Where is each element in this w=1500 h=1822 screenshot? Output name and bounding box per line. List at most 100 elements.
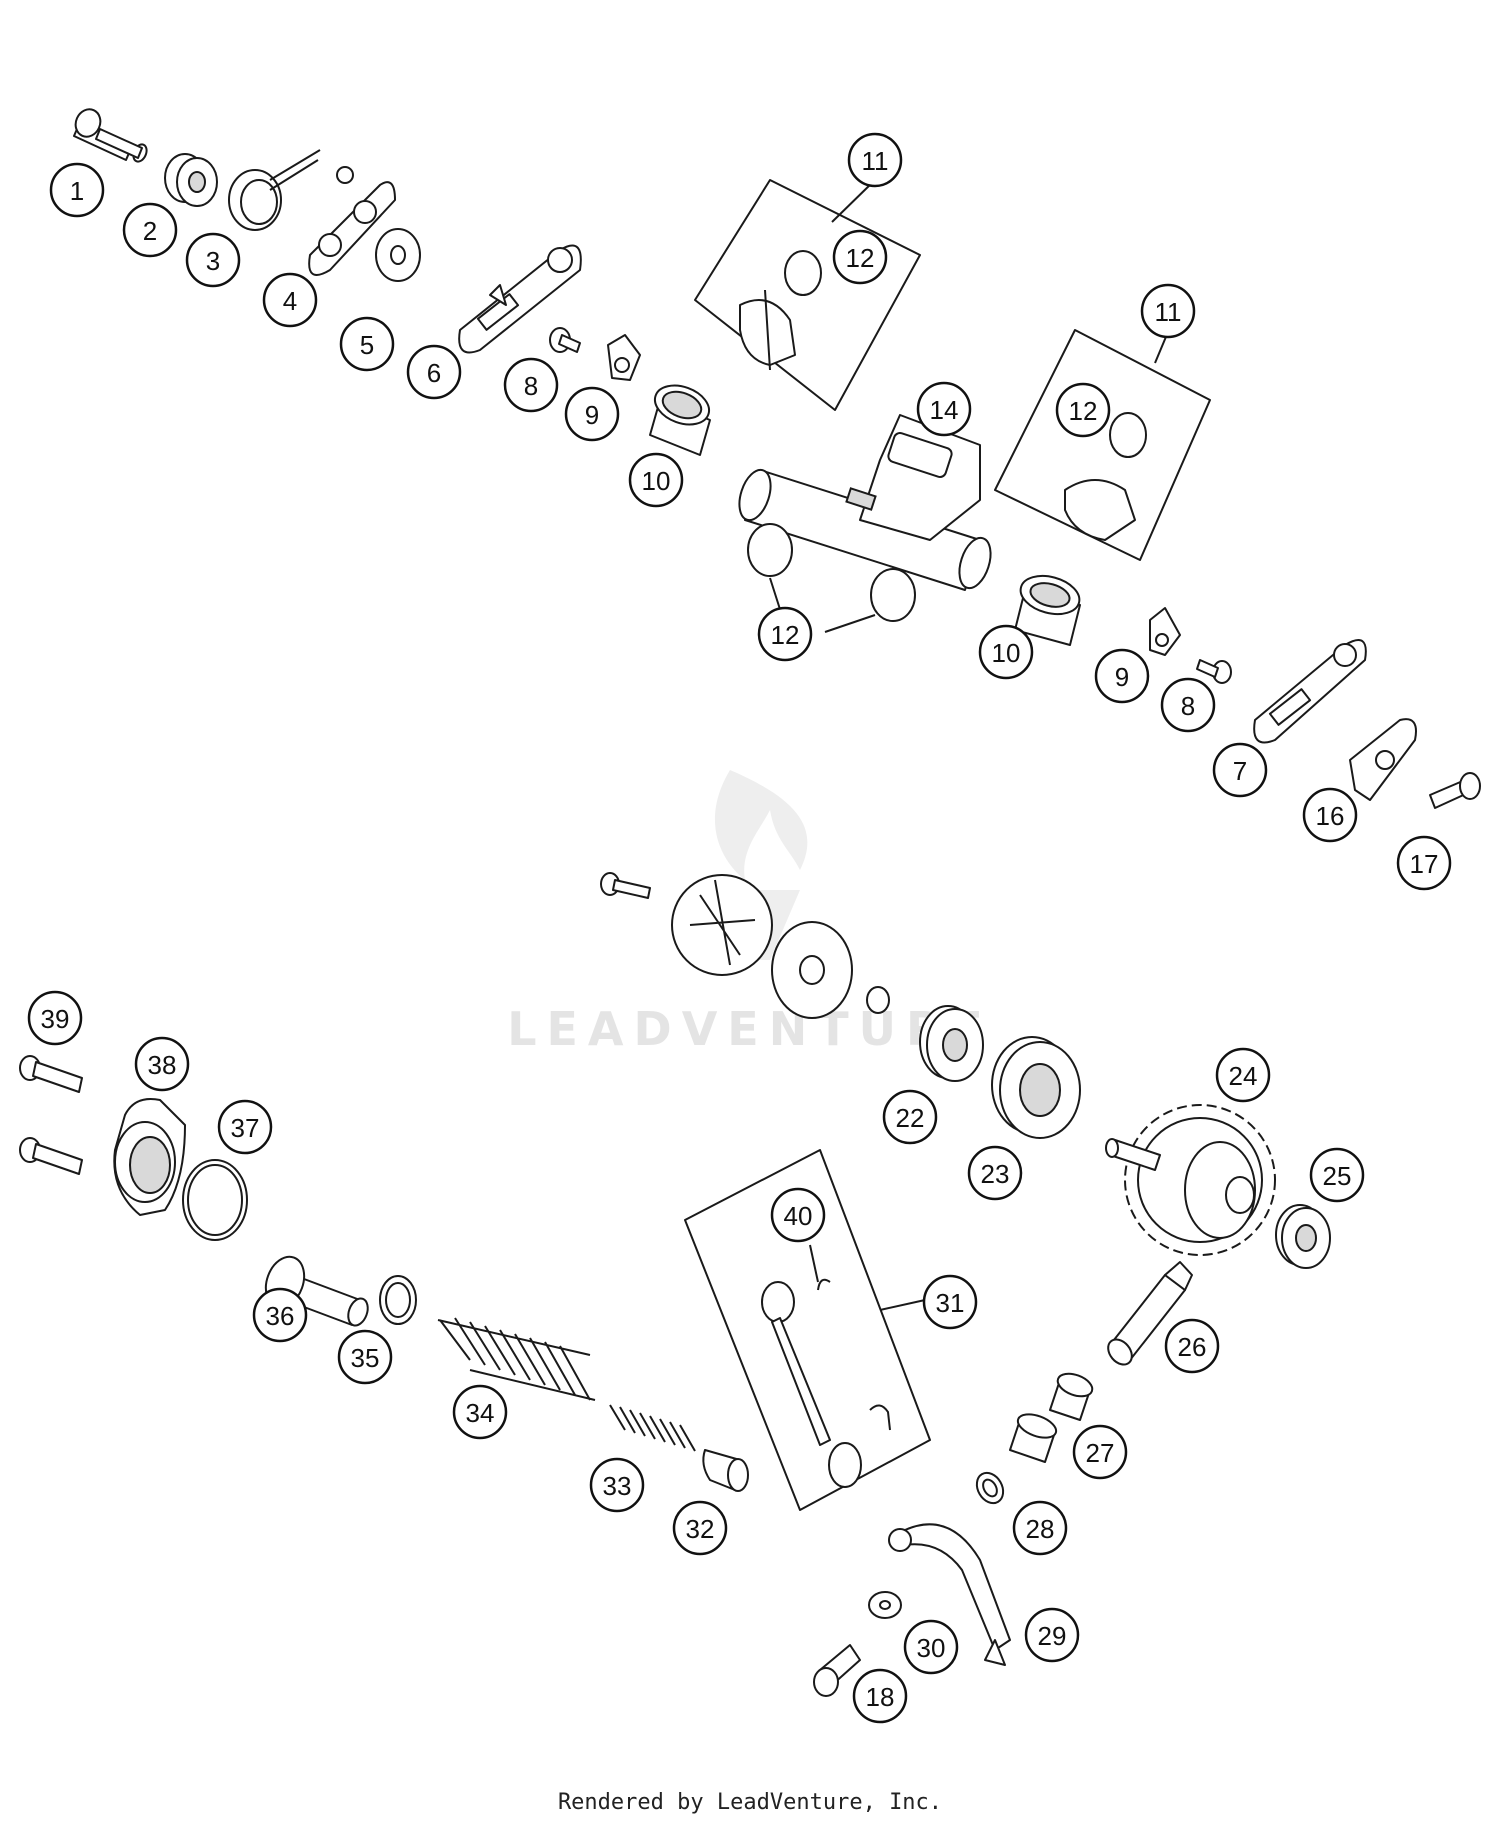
callout-number: 33 [603, 1471, 632, 1501]
callout-12-3: 12 [757, 606, 813, 662]
callout-circle [27, 990, 83, 1046]
callout-number: 31 [936, 1288, 965, 1318]
callout-number: 4 [283, 286, 297, 316]
callout-35: 35 [337, 1329, 393, 1385]
callout-number: 11 [862, 146, 889, 176]
part-22-bearing [919, 1005, 984, 1082]
callout-number: 14 [930, 395, 959, 425]
part-30-washer [868, 1591, 902, 1619]
callout-circle [847, 132, 903, 188]
part-26-shaft [1107, 1261, 1193, 1366]
part-39-bolts [19, 1055, 83, 1175]
callout-circle [217, 1099, 273, 1155]
callout-circle [770, 1187, 826, 1243]
callout-circle [757, 606, 813, 662]
callout-circle [185, 232, 241, 288]
callout-16: 16 [1302, 787, 1358, 843]
callout-9-2: 9 [1094, 648, 1150, 704]
callout-30: 30 [903, 1619, 959, 1675]
callout-8-2: 8 [1160, 677, 1216, 733]
callout-circle [564, 386, 620, 442]
callout-18: 18 [852, 1668, 908, 1724]
callout-37: 37 [217, 1099, 273, 1155]
callout-circle [922, 1274, 978, 1330]
callout-circle [589, 1457, 645, 1513]
callout-circle [339, 316, 395, 372]
part-9-cam [607, 334, 641, 381]
kit-31-box [684, 1149, 931, 1511]
callout-circle [1302, 787, 1358, 843]
callout-number: 16 [1316, 801, 1345, 831]
callout-2: 2 [122, 202, 178, 258]
callout-number: 12 [771, 620, 800, 650]
callout-1: 1 [49, 162, 105, 218]
callout-number: 25 [1323, 1161, 1352, 1191]
callout-circle [1212, 742, 1268, 798]
callout-31: 31 [922, 1274, 978, 1330]
callout-number: 12 [1069, 396, 1098, 426]
callout-5: 5 [339, 316, 395, 372]
callout-12: 12 [832, 229, 888, 285]
callout-number: 3 [206, 246, 220, 276]
part-24-gear [1105, 1104, 1276, 1256]
watermark-text: LEADVENTURE [507, 1002, 993, 1056]
callout-38: 38 [134, 1036, 190, 1092]
callout-circle [882, 1089, 938, 1145]
kit-11-box-upper [694, 179, 921, 411]
part-32-cap [702, 1449, 749, 1492]
callout-circle [1072, 1424, 1128, 1480]
callout-circle [1094, 648, 1150, 704]
part-7-lever-arm [1253, 639, 1367, 744]
callout-circle [49, 162, 105, 218]
callout-number: 18 [866, 1682, 895, 1712]
callout-17: 17 [1396, 835, 1452, 891]
callout-4: 4 [262, 272, 318, 328]
part-14-shaft [738, 414, 992, 591]
callout-10-2: 10 [978, 624, 1034, 680]
callout-12-2: 12 [1055, 382, 1111, 438]
part-27-sleeves [1009, 1372, 1094, 1463]
callout-circle [134, 1036, 190, 1092]
callout-number: 11 [1155, 297, 1182, 327]
callout-number: 27 [1086, 1438, 1115, 1468]
callout-number: 24 [1229, 1061, 1258, 1091]
part-34-spring [437, 1317, 596, 1401]
callout-7: 7 [1212, 742, 1268, 798]
callout-circle [1140, 283, 1196, 339]
callout-39: 39 [27, 990, 83, 1046]
callout-33: 33 [589, 1457, 645, 1513]
callout-number: 37 [231, 1113, 260, 1143]
callout-number: 40 [784, 1201, 813, 1231]
flame-logo-icon [714, 770, 808, 880]
part-38-housing [113, 1098, 186, 1216]
part-29-lever [888, 1523, 1011, 1666]
callout-number: 2 [143, 216, 157, 246]
part-1-bolt [73, 108, 148, 163]
callout-circle [1055, 382, 1111, 438]
callout-3: 3 [185, 232, 241, 288]
callout-number: 17 [1410, 849, 1439, 879]
callout-circle [672, 1500, 728, 1556]
callout-40: 40 [770, 1187, 826, 1243]
part-12-o-rings [747, 523, 916, 633]
callout-28: 28 [1012, 1500, 1068, 1556]
callout-circle [1012, 1500, 1068, 1556]
callout-32: 32 [672, 1500, 728, 1556]
part-33-small-spring [609, 1404, 696, 1452]
callout-number: 9 [1115, 662, 1129, 692]
part-8-screw-right [1196, 659, 1232, 684]
callout-number: 10 [642, 466, 671, 496]
callout-10: 10 [628, 452, 684, 508]
part-17-bolt [1429, 772, 1481, 809]
part-9-cam-right [1149, 607, 1181, 656]
callout-circle [628, 452, 684, 508]
part-3-spring [228, 149, 321, 231]
callout-number: 8 [524, 371, 538, 401]
callout-circle [852, 1668, 908, 1724]
callout-27: 27 [1072, 1424, 1128, 1480]
callout-circle [1024, 1607, 1080, 1663]
callout-number: 30 [917, 1633, 946, 1663]
callout-number: 38 [148, 1050, 177, 1080]
part-23-bearing [991, 1036, 1081, 1139]
